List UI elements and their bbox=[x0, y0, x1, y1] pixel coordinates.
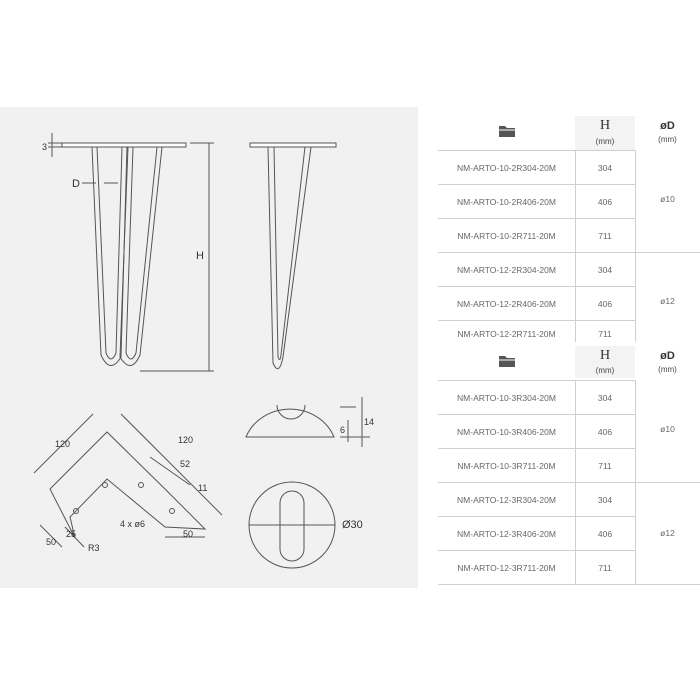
divider bbox=[575, 150, 576, 342]
diameter-group: ø12 bbox=[660, 528, 675, 538]
divider bbox=[635, 482, 700, 483]
divider bbox=[635, 252, 700, 253]
d-unit: (mm) bbox=[658, 135, 677, 144]
table-row: NM-ARTO-12-3R711-20M 711 bbox=[438, 550, 635, 585]
row-height: 304 bbox=[597, 495, 613, 505]
table-row: NM-ARTO-12-2R304-20M 304 bbox=[438, 252, 635, 287]
divider bbox=[575, 380, 576, 584]
row-code: NM-ARTO-10-3R711-20M bbox=[457, 461, 556, 471]
row-code: NM-ARTO-12-2R711-20M bbox=[457, 329, 556, 339]
row-height: 304 bbox=[597, 393, 613, 403]
foot-side-view bbox=[245, 397, 370, 447]
row-height: 304 bbox=[597, 265, 613, 275]
row-height: 406 bbox=[597, 197, 613, 207]
divider bbox=[438, 584, 700, 585]
row-height: 304 bbox=[597, 163, 613, 173]
spec-table-3-rods: H (mm) øD (mm) NM-ARTO-10-3R304-20M 304 N… bbox=[438, 344, 700, 585]
table-row: NM-ARTO-12-2R406-20M 406 bbox=[438, 286, 635, 321]
dim-plate-arm-left: 120 bbox=[55, 439, 70, 449]
row-height: 406 bbox=[597, 427, 613, 437]
d-header: øD bbox=[660, 350, 675, 362]
dim-foot-6: 6 bbox=[340, 425, 345, 435]
folder-icon bbox=[499, 356, 515, 367]
dim-11: 11 bbox=[198, 483, 207, 493]
row-code: NM-ARTO-12-2R406-20M bbox=[457, 299, 556, 309]
table-row: NM-ARTO-10-2R711-20M 711 bbox=[438, 218, 635, 253]
row-code: NM-ARTO-10-3R406-20M bbox=[457, 427, 556, 437]
dim-52: 52 bbox=[180, 459, 190, 469]
row-code: NM-ARTO-10-3R304-20M bbox=[457, 393, 556, 403]
dim-25: 25 bbox=[66, 529, 76, 539]
row-height: 406 bbox=[597, 529, 613, 539]
technical-drawing: 3 D H 120 120 52 11 50 25 50 R3 4 x ø6 6… bbox=[33, 133, 374, 569]
table-row: NM-ARTO-12-3R304-20M 304 bbox=[438, 482, 635, 517]
technical-drawing-panel: 3 D H 120 120 52 11 50 25 50 R3 4 x ø6 6… bbox=[0, 107, 418, 588]
row-code: NM-ARTO-12-3R711-20M bbox=[457, 563, 556, 573]
row-height: 711 bbox=[598, 563, 612, 573]
row-code: NM-ARTO-10-2R711-20M bbox=[457, 231, 556, 241]
folder-icon bbox=[499, 126, 515, 137]
d-unit: (mm) bbox=[658, 365, 677, 374]
row-height: 406 bbox=[597, 299, 613, 309]
row-code: NM-ARTO-12-3R406-20M bbox=[457, 529, 556, 539]
dim-rod-diameter: D bbox=[72, 178, 80, 190]
diameter-group: ø10 bbox=[660, 194, 675, 204]
table-row: NM-ARTO-10-2R406-20M 406 bbox=[438, 184, 635, 219]
row-height: 711 bbox=[598, 329, 612, 339]
row-height: 711 bbox=[598, 461, 612, 471]
table-row: NM-ARTO-10-3R406-20M 406 bbox=[438, 414, 635, 449]
dim-height: H bbox=[196, 250, 204, 262]
table-row: NM-ARTO-12-3R406-20M 406 bbox=[438, 516, 635, 551]
row-code: NM-ARTO-12-3R304-20M bbox=[457, 495, 556, 505]
diameter-group: ø10 bbox=[660, 424, 675, 434]
h-header: H bbox=[599, 348, 611, 363]
row-code: NM-ARTO-10-2R304-20M bbox=[457, 163, 556, 173]
h-unit: (mm) bbox=[595, 137, 615, 146]
spec-table-2-rods: H (mm) øD (mm) NM-ARTO-10-2R304-20M 304 N… bbox=[438, 110, 700, 342]
dim-holes: 4 x ø6 bbox=[120, 519, 145, 529]
h-unit: (mm) bbox=[595, 366, 615, 375]
h-header: H bbox=[599, 118, 611, 133]
table-row: NM-ARTO-10-3R304-20M 304 bbox=[438, 380, 635, 415]
dim-r3: R3 bbox=[88, 543, 100, 553]
row-code: NM-ARTO-12-2R304-20M bbox=[457, 265, 556, 275]
dim-plate-arm-right: 120 bbox=[178, 435, 193, 445]
table-row: NM-ARTO-10-2R304-20M 304 bbox=[438, 150, 635, 185]
table-row: NM-ARTO-12-2R711-20M 711 bbox=[438, 320, 635, 343]
dim-50-right: 50 bbox=[183, 529, 193, 539]
h-header-cell bbox=[575, 346, 635, 378]
foot-bottom-view bbox=[248, 481, 336, 569]
dim-foot-diameter: Ø30 bbox=[342, 519, 363, 531]
divider bbox=[635, 150, 636, 342]
table-row: NM-ARTO-10-3R711-20M 711 bbox=[438, 448, 635, 483]
dim-50-left: 50 bbox=[46, 537, 56, 547]
front-view bbox=[48, 133, 214, 372]
row-code: NM-ARTO-10-2R406-20M bbox=[457, 197, 556, 207]
mounting-plate-top-view bbox=[33, 413, 223, 548]
diameter-group: ø12 bbox=[660, 296, 675, 306]
side-view bbox=[249, 142, 337, 370]
row-height: 711 bbox=[598, 231, 612, 241]
h-header-cell bbox=[575, 116, 635, 150]
dim-foot-14: 14 bbox=[364, 417, 374, 427]
dim-plate-thickness: 3 bbox=[42, 142, 47, 152]
d-header: øD bbox=[660, 120, 675, 132]
